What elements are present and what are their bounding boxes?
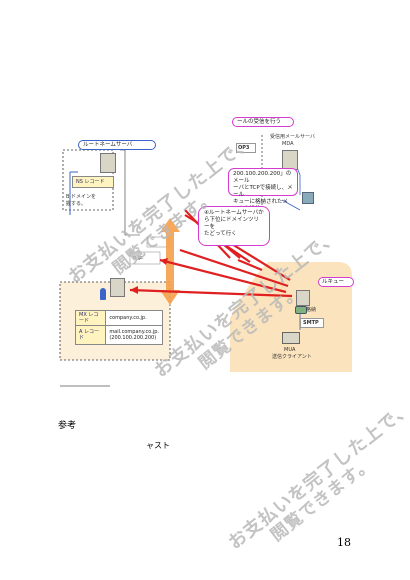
mail-server-icon — [282, 150, 298, 170]
mua-label: MUA — [284, 347, 296, 353]
store-label: 格納 — [306, 307, 317, 313]
domain-box — [129, 251, 161, 265]
mail-callout-line-1: 200.100.200.200」のメール — [233, 171, 292, 184]
connector-line — [281, 199, 301, 211]
root-callout-line-2: ら下位にドメインツリーを — [204, 217, 260, 230]
body-fragment: ャスト — [146, 441, 170, 450]
arrow-heads — [130, 258, 168, 294]
mx-record-value: company.co.jp. — [105, 310, 163, 326]
laptop-icon — [282, 332, 300, 344]
smtp-label: SMTP — [303, 320, 319, 326]
a-record-value: mail.company.co.jp. (200.100.200.200) — [105, 325, 163, 345]
table-row: MX レコード company.co.jp. — [74, 310, 163, 326]
a-record-key: A レコード — [74, 325, 107, 345]
person-icon — [100, 288, 106, 300]
mail-delivery-callout: 200.100.200.200」のメール ーバとTCPで接続し、メール キューに… — [228, 168, 298, 212]
mx-record-key: MX レコード — [74, 310, 107, 326]
root-server-callout: ルートネームサーバ — [78, 140, 156, 150]
jp-domain-label: o.jp. — [133, 255, 144, 261]
ns-record-key: NS レコード — [76, 179, 105, 185]
receive-callout-text: ールの受信を行う — [237, 119, 282, 125]
dns-server-icon — [110, 278, 125, 297]
queue-disk-icon — [295, 306, 307, 314]
pop3-tag: OP3 — [236, 143, 256, 153]
connector-line — [69, 171, 78, 215]
queue-server-icon — [296, 290, 310, 306]
mda-label: MDA — [282, 141, 294, 147]
root-server-icon — [100, 153, 116, 173]
receive-server-label: 受信用メールサーバ — [270, 134, 315, 140]
connector-line — [120, 149, 140, 236]
pop3-label: OP3 — [238, 145, 250, 151]
smtp-tag: SMTP — [300, 318, 324, 328]
root-callout-line-3: たどって行く — [204, 231, 237, 237]
sender-zone — [230, 262, 352, 372]
root-traverse-callout: ④ルートネームサーバか ら下位にドメインツリーを たどって行く — [198, 206, 270, 246]
table-row: A レコード mail.company.co.jp. (200.100.200.… — [74, 325, 163, 345]
dns-record-table: MX レコード company.co.jp. A レコード mail.compa… — [74, 310, 163, 345]
b-domain-text-2: 握する。 — [66, 201, 87, 207]
ns-record-box: NS レコード — [72, 176, 114, 188]
mailbox-icon — [302, 192, 314, 204]
root-callout-line-1: ④ルートネームサーバか — [204, 210, 264, 216]
page-number: 18 — [337, 536, 351, 549]
queue-label: ルキュー — [322, 279, 345, 285]
mua-client-label: 送信クライアント — [272, 354, 312, 360]
b-domain-text-1: B ドメインを — [66, 194, 97, 200]
mail-callout-line-2: ーバとTCPで接続し、メール — [233, 185, 293, 198]
section-marker: 参考 — [58, 421, 77, 431]
receive-callout: ールの受信を行う — [232, 117, 294, 127]
queue-callout: ルキュー — [318, 277, 354, 287]
root-server-label: ルートネームサーバ — [83, 142, 133, 148]
